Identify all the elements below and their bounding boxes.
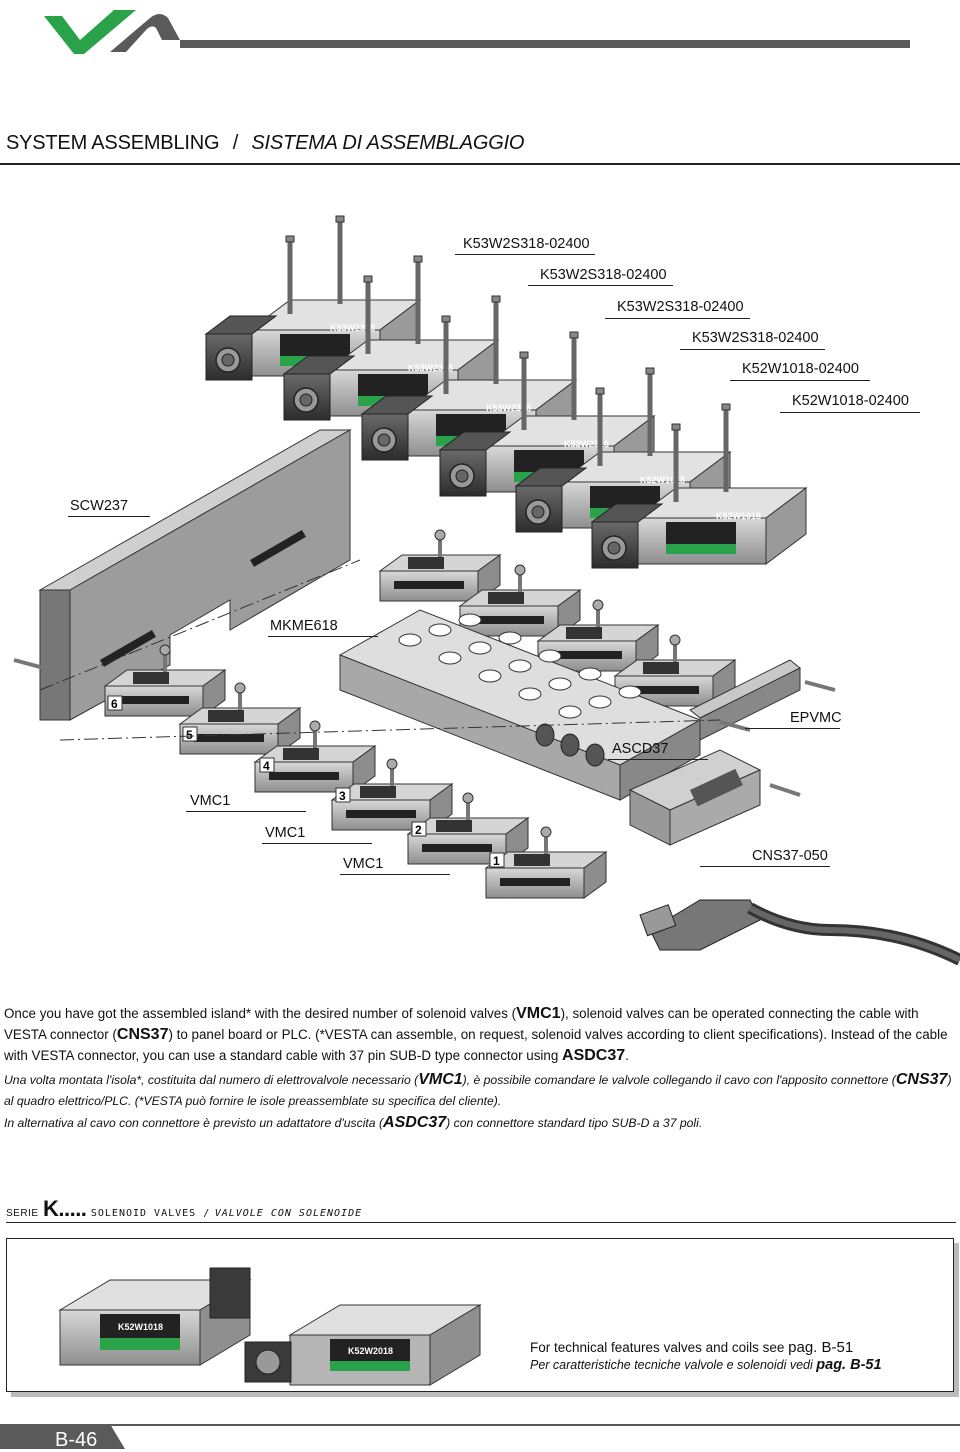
series-rule (6, 1222, 956, 1223)
en-text-4: . (625, 1048, 629, 1063)
label-vmc1-c: VMC1 (343, 856, 384, 872)
en-text-3: ) to panel board or PLC. (*VESTA can ass… (4, 1027, 948, 1063)
connector-number-3: 3 (339, 789, 346, 803)
it-cns37: CNS37 (895, 1071, 948, 1088)
leader-vmc1-a (186, 811, 306, 812)
leader-scw237 (68, 516, 150, 517)
label-epvmc: EPVMC (790, 710, 842, 726)
assembly-axis-lines (39, 559, 721, 741)
leader-valve-2 (528, 285, 673, 286)
technical-ref-it: Per caratteristiche tecniche valvole e s… (530, 1357, 882, 1373)
valve-2: K53W2318 (284, 256, 498, 420)
valve-4-mark: K53W2318 (564, 439, 609, 449)
serie-title-it: VALVOLE CON SOLENOIDE (214, 1208, 363, 1219)
page-number: B-46 (55, 1429, 98, 1451)
leader-mkme618 (268, 636, 378, 637)
connector-number-1: 1 (493, 854, 500, 868)
logo-green-mark (44, 10, 136, 54)
title-rule (0, 163, 960, 165)
label-vmc1-b: VMC1 (265, 825, 306, 841)
page-title: SYSTEM ASSEMBLING / SISTEMA DI ASSEMBLAG… (6, 132, 524, 155)
product-mark-left: K52W1018 (118, 1322, 163, 1332)
en-cns37: CNS37 (116, 1026, 169, 1043)
serie-code: K..... (42, 1196, 87, 1221)
serie-title-en: SOLENOID VALVES / (90, 1208, 211, 1219)
label-ascd37: ASCD37 (612, 741, 669, 757)
footer-bar (0, 1424, 960, 1449)
product-valves-image: K52W1018 K52W2018 (58, 1267, 482, 1386)
assembly-diagram: K53W2318 K53W2318 K53W2318 K53W2318 K52W… (13, 170, 960, 966)
technical-ref-it-text: Per caratteristiche tecniche valvole e s… (530, 1358, 813, 1372)
leader-valve-4 (680, 349, 825, 350)
connector-number-4: 4 (263, 759, 270, 773)
label-valve-6: K52W1018-02400 (792, 393, 909, 409)
cns37-cable (639, 899, 960, 966)
label-cns37: CNS37-050 (752, 848, 828, 864)
description-it: Una volta montata l'isola*, costituita d… (4, 1069, 956, 1134)
label-mkme618: MKME618 (270, 618, 338, 634)
valve-5: K52W1018 (516, 368, 730, 532)
product-mark-right: K52W2018 (348, 1346, 393, 1356)
it-text-1: Una volta montata l'isola*, costituita d… (4, 1073, 419, 1087)
connector-number-2: 2 (415, 823, 422, 837)
series-heading: SERIE K..... SOLENOID VALVES / VALVOLE C… (6, 1196, 956, 1222)
it-vmc1: VMC1 (418, 1071, 463, 1088)
connector-number-6: 6 (111, 697, 118, 711)
valve-2-mark: K53W2318 (408, 363, 453, 373)
title-separator: / (232, 132, 239, 154)
leader-vmc1-c (340, 874, 450, 875)
label-valve-1: K53W2S318-02400 (463, 236, 590, 252)
description-en: Once you have got the assembled island* … (4, 1003, 956, 1066)
valve-6-mark: K52W1018 (716, 511, 761, 521)
en-vmc1: VMC1 (516, 1005, 561, 1022)
leader-valve-1 (455, 254, 595, 255)
label-valve-2: K53W2S318-02400 (540, 267, 667, 283)
leader-valve-5 (730, 380, 870, 381)
valve-5-mark: K52W1018 (640, 475, 685, 485)
leader-cns37 (700, 866, 830, 867)
valve-1: K53W2318 (206, 216, 420, 380)
logo-grey-mark (110, 14, 180, 52)
label-valve-4: K53W2S318-02400 (692, 330, 819, 346)
leader-valve-3 (605, 318, 750, 319)
label-valve-3: K53W2S318-02400 (617, 299, 744, 315)
serie-prefix: SERIE (6, 1208, 39, 1219)
leader-vmc1-b (262, 843, 372, 844)
it-asdc37: ASDC37 (383, 1114, 447, 1131)
leader-ascd37 (608, 759, 708, 760)
it-text-4: In alternativa al cavo con connettore è … (4, 1116, 384, 1130)
leader-valve-6 (780, 412, 920, 413)
title-en: SYSTEM ASSEMBLING (6, 132, 220, 154)
en-text-2: ), solenoid valves can be operated conne… (4, 1006, 919, 1042)
label-vmc1-a: VMC1 (190, 793, 231, 809)
it-text-2: ), è possibile comandare le valvole coll… (462, 1073, 896, 1087)
valve-3-mark: K53W2318 (486, 403, 531, 413)
it-text-5: ) con connettore standard tipo SUB-D a 3… (446, 1116, 703, 1130)
en-text-1: Once you have got the assembled island* … (4, 1006, 517, 1021)
technical-ref-it-page[interactable]: pag. B-51 (816, 1357, 882, 1373)
valve-4: K53W2318 (440, 332, 654, 496)
title-it: SISTEMA DI ASSEMBLAGGIO (251, 132, 525, 154)
leader-epvmc (745, 728, 840, 729)
scw237-plate (13, 429, 352, 721)
label-scw237: SCW237 (70, 498, 129, 514)
product-valve-left: K52W1018 (58, 1267, 252, 1366)
ascd37-adapter (628, 749, 801, 846)
header-bar (180, 40, 910, 48)
en-asdc37: ASDC37 (562, 1047, 626, 1064)
valve-6: K52W1018 (592, 404, 806, 568)
technical-ref-en-text: For technical features valves and coils … (530, 1340, 785, 1355)
valve-1-mark: K53W2318 (330, 323, 375, 333)
product-valve-right: K52W2018 (244, 1304, 482, 1386)
technical-ref-en: For technical features valves and coils … (530, 1339, 853, 1356)
epvmc-plate (689, 659, 836, 741)
valve-3: K53W2318 (362, 296, 576, 460)
it-text-3: ) al quadro elettrico/PLC. (*VESTA può f… (4, 1073, 952, 1108)
connector-number-5: 5 (186, 728, 193, 742)
brand-logo (44, 10, 180, 54)
label-valve-5: K52W1018-02400 (742, 361, 859, 377)
technical-ref-en-page[interactable]: pag. B-51 (788, 1339, 854, 1356)
